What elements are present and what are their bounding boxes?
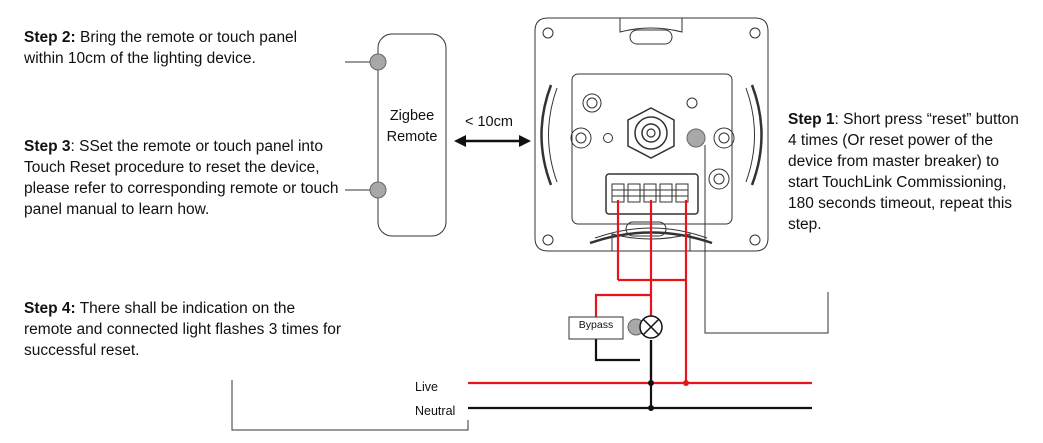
distance-label: < 10cm bbox=[465, 114, 513, 130]
black-wires bbox=[468, 339, 812, 410]
remote-button-top bbox=[369, 53, 387, 71]
step-3-title: Step 3 bbox=[24, 138, 71, 155]
distance-arrow bbox=[454, 135, 531, 147]
bypass-label: Bypass bbox=[578, 319, 614, 331]
remote-label-line2: Remote bbox=[386, 129, 438, 145]
remote-label: Zigbee Remote bbox=[378, 106, 446, 148]
remote-label-line1: Zigbee bbox=[389, 108, 435, 124]
step-2-title: Step 2: bbox=[24, 29, 76, 46]
step-1-leader-line bbox=[704, 145, 829, 334]
zigbee-remote bbox=[377, 33, 447, 237]
neutral-label: Neutral bbox=[415, 404, 456, 418]
step-4-leader-line bbox=[231, 380, 469, 431]
step-3-text: Step 3: SSet the remote or touch panel i… bbox=[24, 136, 344, 220]
bypass-box bbox=[568, 316, 624, 340]
step-4-text: Step 4: There shall be indication on the… bbox=[24, 298, 344, 361]
step-2-body: Bring the remote or touch panel within 1… bbox=[24, 29, 298, 67]
live-junction bbox=[683, 380, 689, 386]
step-4-title: Step 4: bbox=[24, 300, 76, 317]
step-1-body: : Short press “reset” button 4 times (Or… bbox=[788, 111, 1019, 233]
lamp-icon bbox=[639, 315, 663, 339]
remote-button-bottom bbox=[369, 181, 387, 199]
neutral-junction bbox=[648, 405, 654, 411]
step-2-text: Step 2: Bring the remote or touch panel … bbox=[24, 27, 324, 69]
red-wires bbox=[468, 200, 812, 385]
live-label: Live bbox=[415, 380, 438, 394]
reset-button bbox=[686, 128, 706, 148]
step-1-title: Step 1 bbox=[788, 111, 835, 128]
step-1-text: Step 1: Short press “reset” button 4 tim… bbox=[788, 109, 1028, 235]
step-4-body: There shall be indication on the remote … bbox=[24, 300, 342, 359]
step-3-body: : SSet the remote or touch panel into To… bbox=[24, 138, 339, 218]
